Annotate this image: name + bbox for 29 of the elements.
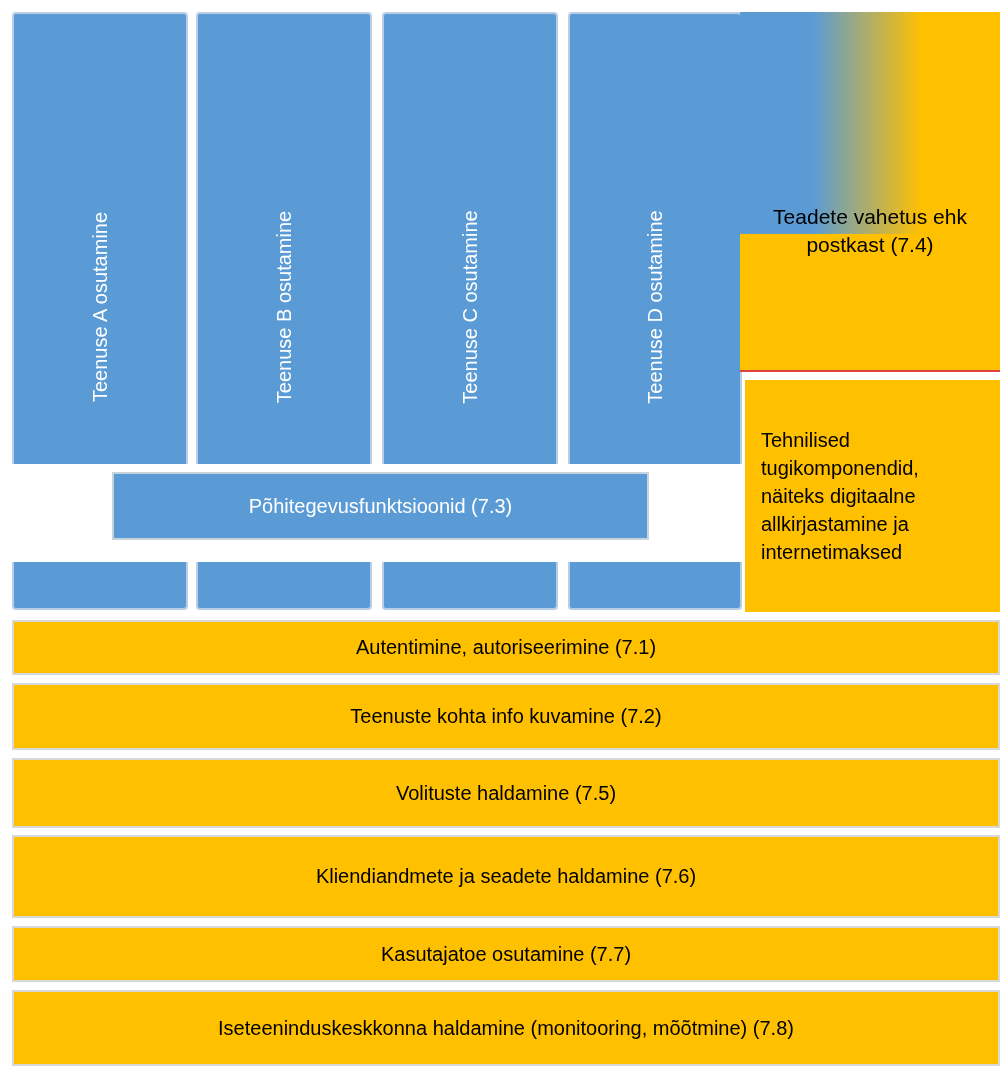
column-label: Teenuse D osutamine — [643, 210, 667, 404]
box-label: Põhitegevusfunktsioonid (7.3) — [248, 493, 513, 519]
bar-label: Kliendiandmete ja seadete haldamine (7.6) — [315, 864, 697, 889]
function-bar — [12, 926, 1000, 982]
box-label: Tehnilised tugikomponendid, näiteks digitaalne allkirjastamine ja internetimaksed — [761, 428, 920, 565]
bar-label: Iseteeninduskeskkonna haldamine (monitooring, mõõtmine) (7.8) — [218, 1015, 794, 1041]
column-label: Teenuse A osutamine — [88, 211, 112, 403]
function-bar — [12, 758, 1000, 828]
column-base — [12, 562, 188, 610]
column-label: Teenuse B osutamine — [272, 210, 296, 404]
mailbox-box — [740, 12, 1000, 372]
function-bar — [12, 990, 1000, 1066]
bar-label: Volituste haldamine (7.5) — [395, 780, 617, 806]
column-base — [382, 562, 558, 610]
support-box — [745, 380, 1000, 612]
bar-label: Autentimine, autoriseerimine (7.1) — [355, 635, 657, 660]
column-label: Teenuse C osutamine — [458, 210, 482, 404]
service-column — [196, 12, 372, 464]
function-bar — [12, 683, 1000, 750]
bar-label: Teenuste kohta info kuvamine (7.2) — [350, 704, 662, 729]
column-base — [568, 562, 742, 610]
function-bar — [12, 835, 1000, 918]
box-label: Teadete vahetus ehk postkast (7.4) — [772, 203, 968, 258]
service-column — [568, 12, 742, 464]
service-column — [12, 12, 188, 464]
column-base — [196, 562, 372, 610]
bar-label: Kasutajatoe osutamine (7.7) — [380, 941, 632, 967]
function-bar — [12, 620, 1000, 675]
service-column — [382, 12, 558, 464]
